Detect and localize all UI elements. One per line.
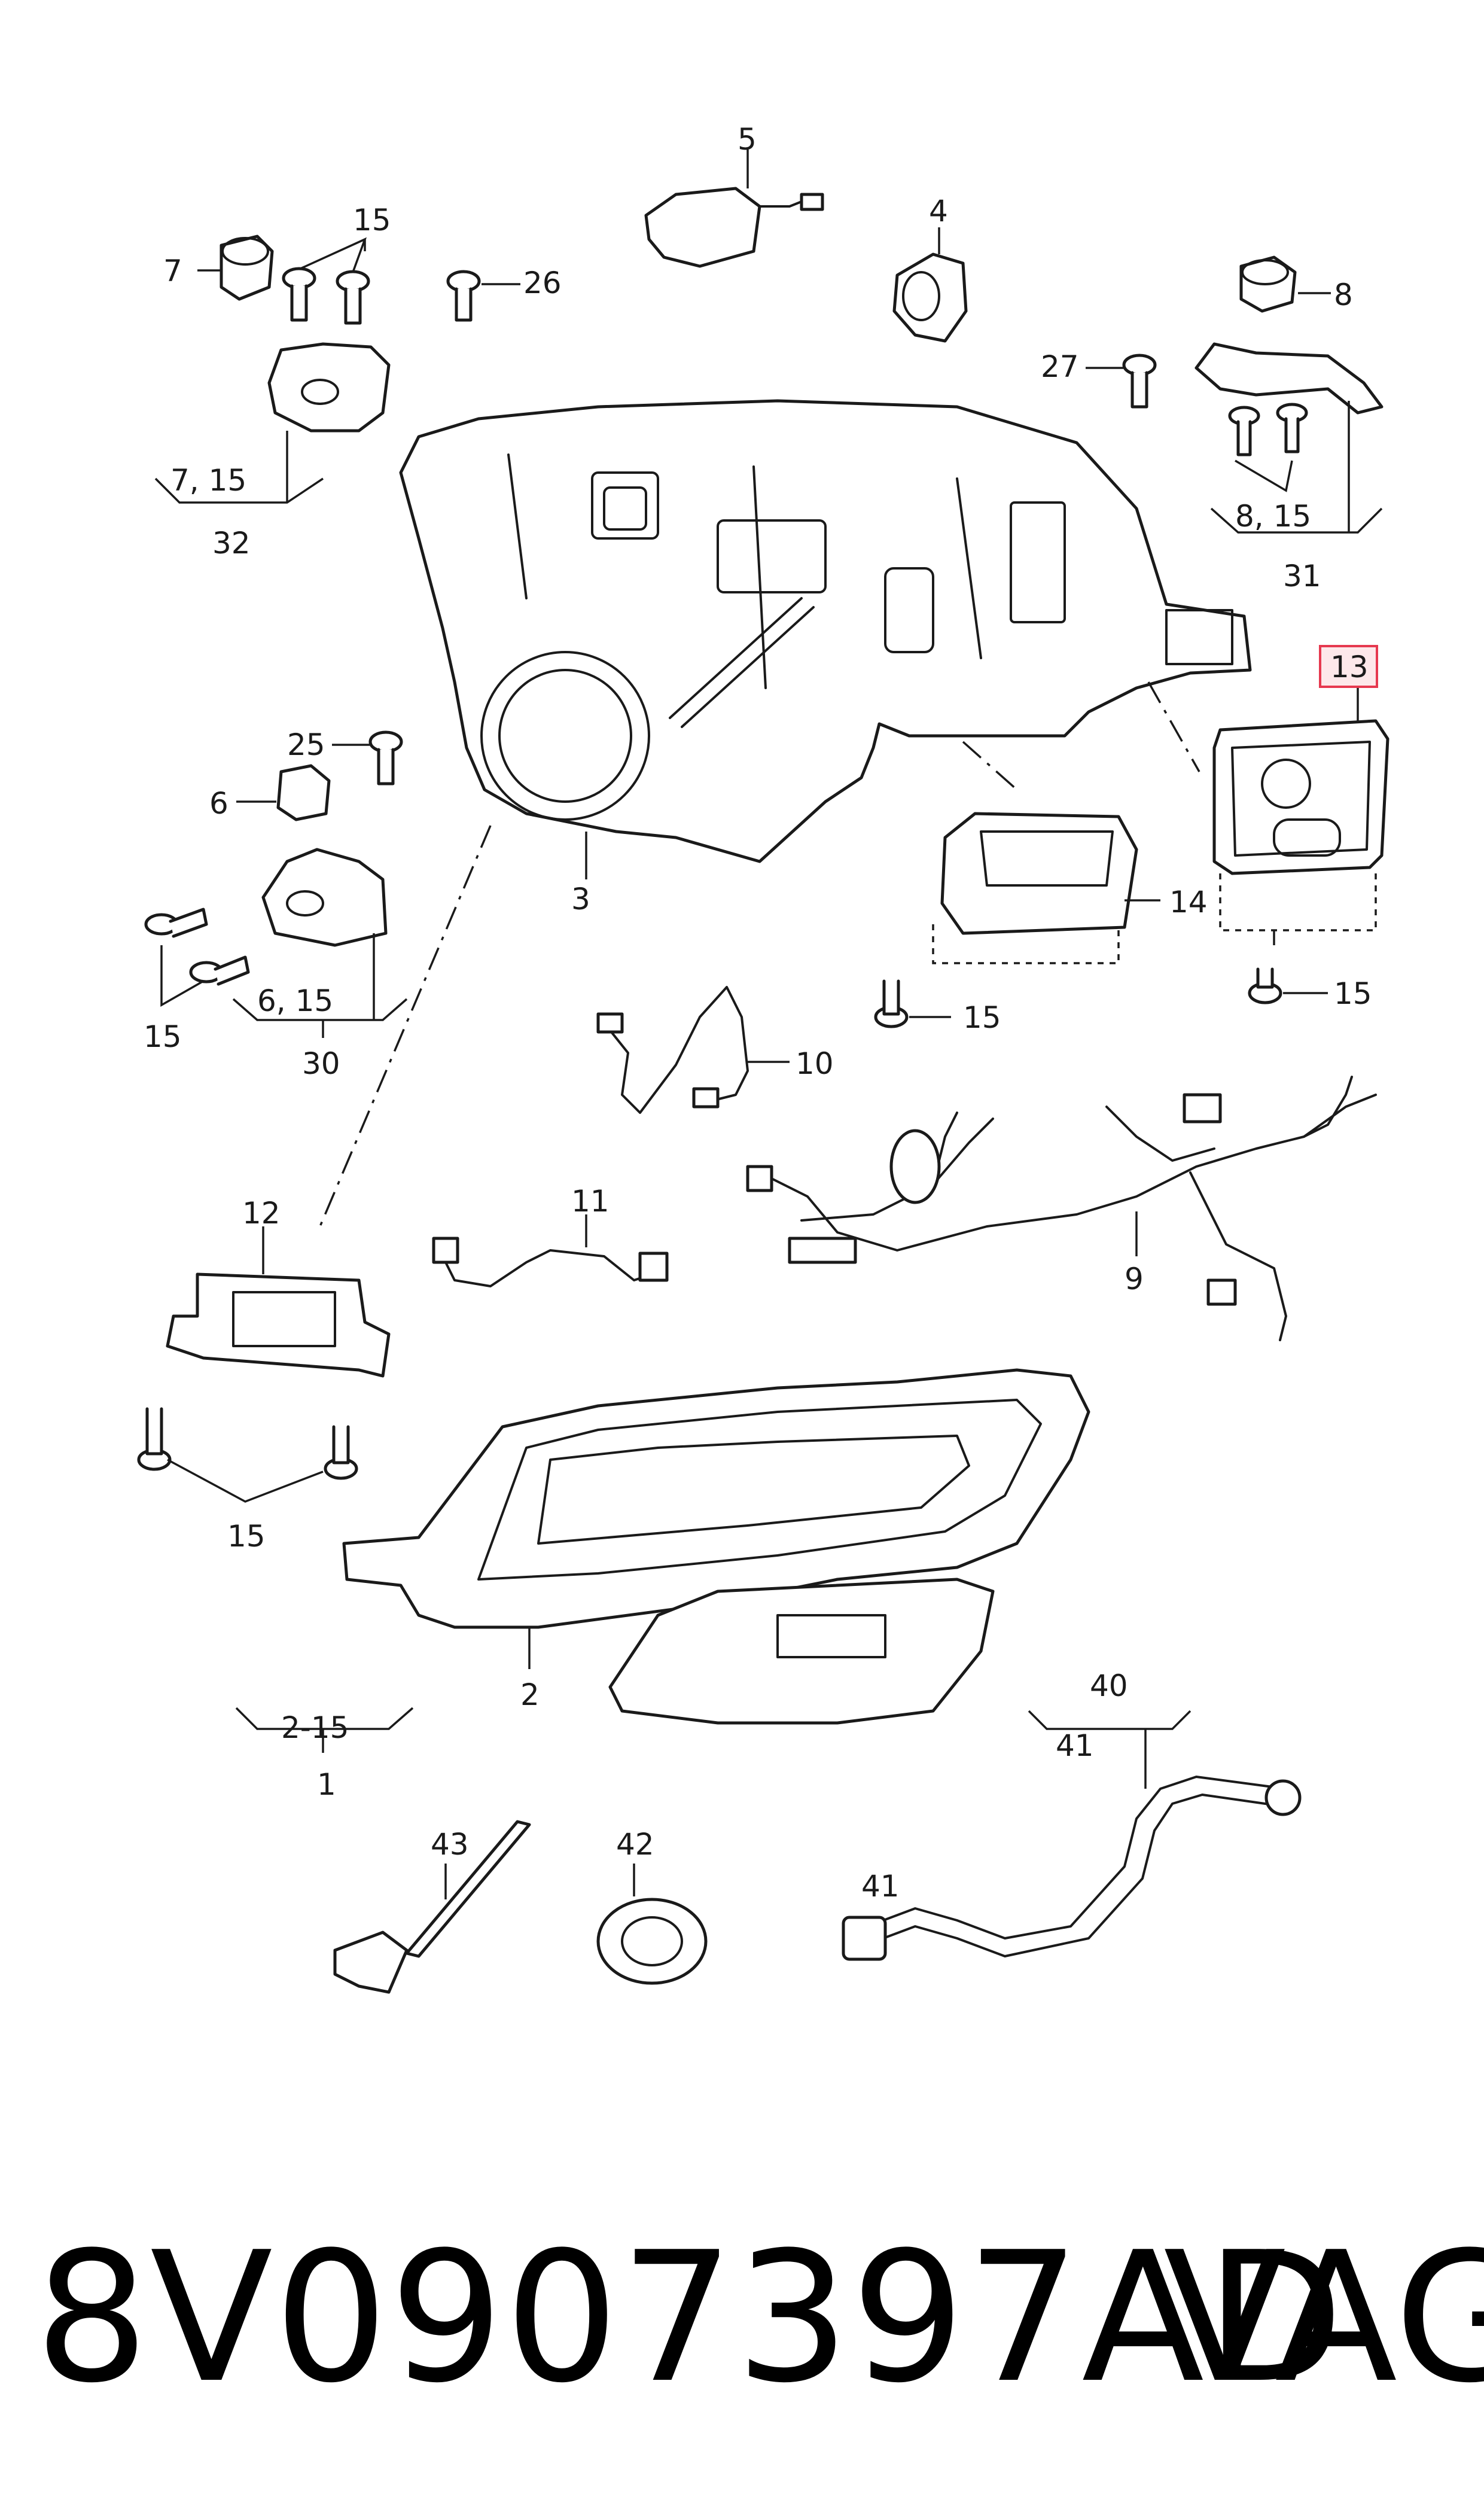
callout-41: 41 (1056, 1728, 1094, 1763)
callout-12: 12 (242, 1196, 281, 1231)
callout-8-15: 8, 15 (1235, 499, 1311, 534)
part-15-screws-top (282, 237, 370, 325)
part-25-screw (332, 730, 403, 785)
part-15-screws-lower (137, 1407, 358, 1503)
callout-43: 43 (431, 1827, 469, 1862)
part-43-cable-tie (333, 1820, 531, 1994)
callout-15: 15 (353, 203, 391, 238)
part-3-headlight-housing (399, 399, 1252, 879)
callout-42: 42 (616, 1827, 654, 1862)
brand-label: VAG (1163, 2213, 1484, 2422)
callout-27: 27 (1041, 349, 1079, 384)
part-4-cap (892, 227, 968, 343)
callout-40: 40 (1090, 1668, 1128, 1703)
part-12-module (166, 1226, 391, 1378)
callout-14: 14 (1169, 885, 1208, 919)
part-7-nut (197, 235, 274, 301)
callout-15: 15 (227, 1519, 266, 1554)
callout-9: 9 (1125, 1262, 1144, 1296)
callout-8: 8 (1334, 278, 1353, 312)
part-13-control-unit (1212, 685, 1389, 1004)
part-30-bracket (144, 848, 408, 1038)
callout-4: 4 (929, 194, 948, 229)
callout-32: 32 (212, 526, 251, 561)
part-number: 8V0907397AD (35, 2213, 1345, 2422)
part-27-screw (1086, 354, 1157, 409)
callout-7-15: 7, 15 (170, 463, 246, 498)
callout-7: 7 (163, 254, 182, 288)
part-26-screw (446, 270, 520, 322)
callout-15: 15 (963, 1000, 1001, 1035)
callout-5: 5 (738, 122, 757, 157)
callout-15: 15 (144, 1019, 182, 1054)
part-9-main-harness (746, 1076, 1377, 1341)
part-8-nut (1239, 255, 1331, 313)
group-1-bracket (235, 1707, 414, 1753)
callout-41: 41 (861, 1869, 900, 1904)
callout-30: 30 (302, 1046, 340, 1081)
callout-25: 25 (287, 727, 325, 762)
part-40-tube (842, 1710, 1302, 1961)
part-42-grommet (596, 1864, 708, 1985)
callout-6: 6 (209, 786, 228, 821)
part-10-harness (596, 986, 790, 1114)
part-11-harness (432, 1214, 669, 1287)
part-14-ballast (874, 812, 1160, 1028)
callout-11: 11 (571, 1184, 610, 1219)
part-31-bracket (1194, 342, 1384, 534)
callout-13-highlight (1319, 645, 1378, 688)
callout-labels: 5 4 15 7 26 8 27 7, 15 8, 15 32 31 13 25… (144, 122, 1378, 1904)
assembly-dashed-leaders (319, 681, 1200, 1227)
callout-15: 15 (1334, 976, 1372, 1011)
callout-3: 3 (571, 882, 590, 917)
callout-6-15: 6, 15 (257, 984, 333, 1018)
callout-2: 2 (520, 1677, 540, 1712)
part-6-nut (236, 764, 331, 821)
part-32-bracket (154, 342, 391, 504)
callout-13: 13 (1330, 650, 1369, 684)
callout-10: 10 (796, 1046, 834, 1081)
callout-26: 26 (523, 266, 562, 300)
callout-31: 31 (1283, 559, 1321, 593)
callout-1: 1 (317, 1767, 336, 1802)
callout-2-15: 2-15 (281, 1710, 349, 1745)
part-5-motor (644, 150, 824, 268)
part-2-headlight (342, 1368, 1090, 1725)
